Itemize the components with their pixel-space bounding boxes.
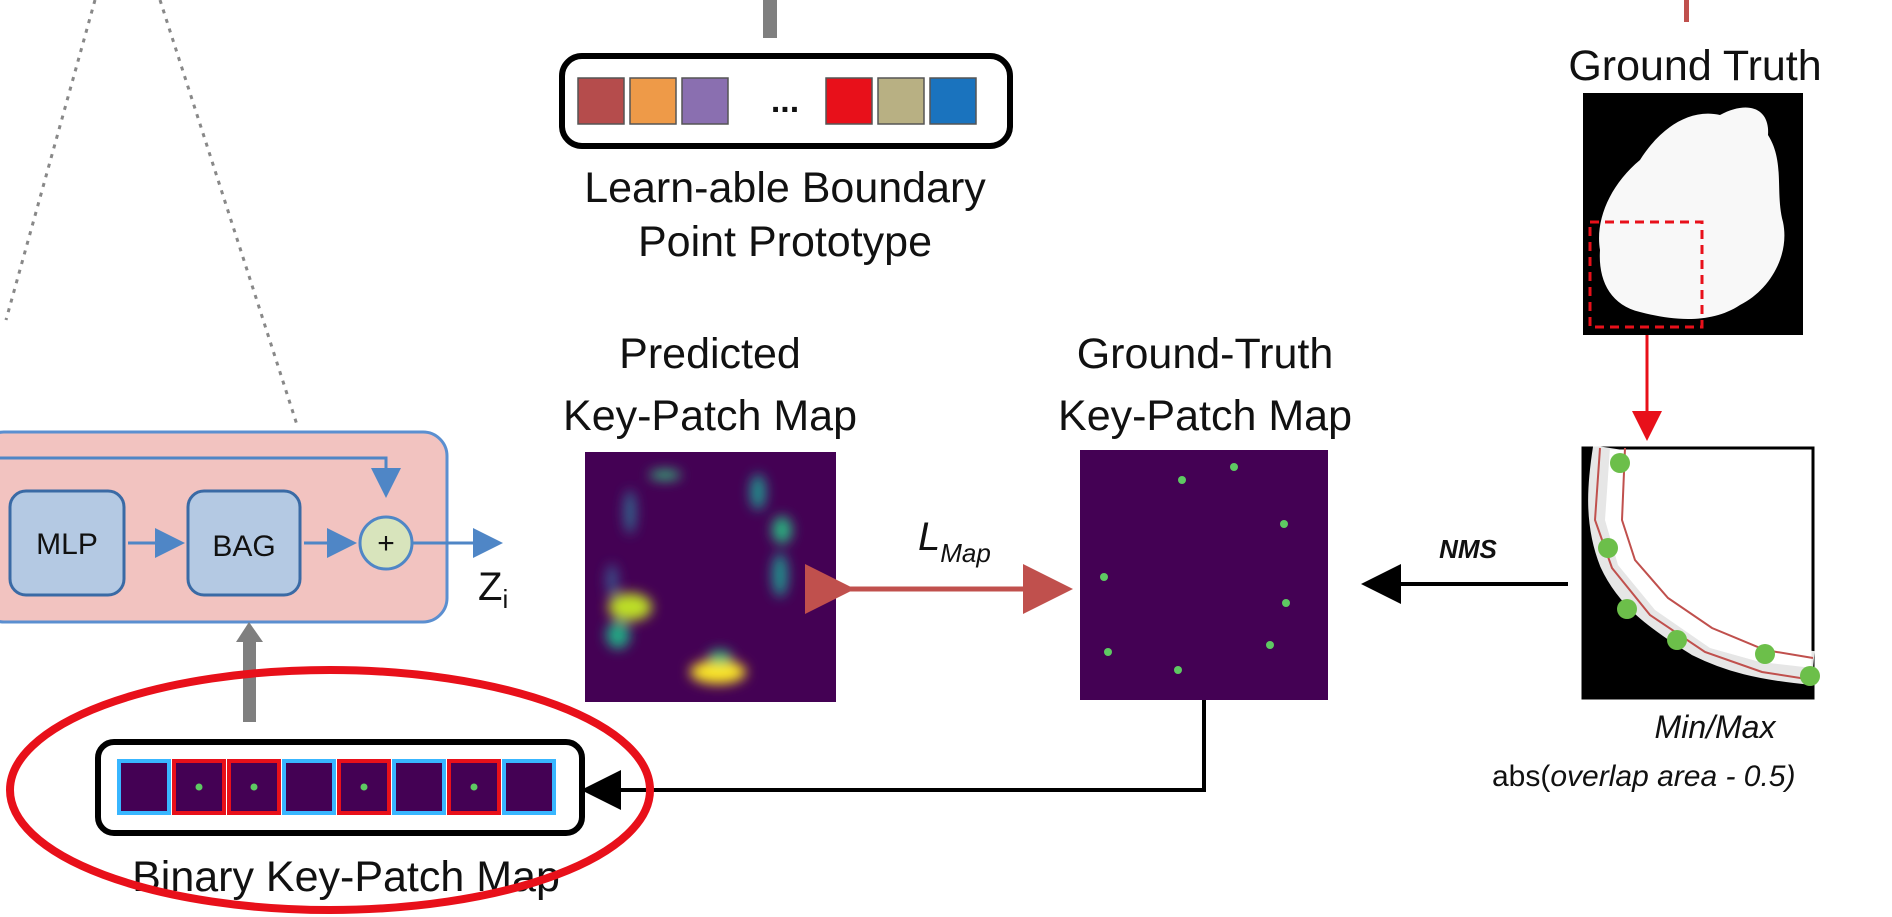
prototype-label-line2: Point Prototype [638, 218, 932, 266]
gt-map-point [1266, 641, 1274, 649]
gt-map [1080, 450, 1328, 700]
prototype-swatch [577, 77, 625, 125]
minmax-line1: Min/Max [1655, 709, 1777, 745]
ground-truth-title: Ground Truth [1568, 42, 1821, 90]
ground-truth-crop-box [1588, 220, 1704, 329]
dotted-guide-lines [4, 0, 300, 429]
prototype-label-line1: Learn-able Boundary [584, 164, 986, 212]
binary-cell-empty [502, 759, 556, 815]
mlp-label: MLP [36, 528, 98, 561]
gt-map-point [1230, 463, 1238, 471]
output-symbol: Z [478, 565, 502, 609]
gt-map-point [1178, 476, 1186, 484]
loss-subscript: Map [940, 538, 991, 568]
mlp-module [8, 489, 126, 597]
output-label: Zi [478, 565, 508, 614]
bag-label: BAG [212, 530, 275, 563]
top-connector [763, 0, 777, 38]
binary-cell-point [250, 783, 258, 791]
gt-map-point [1280, 520, 1288, 528]
highlight-ellipse [6, 666, 654, 914]
gt-map-point [1100, 573, 1108, 581]
prototype-swatch [825, 77, 873, 125]
gt-map-title-line1: Ground-Truth [1077, 330, 1334, 378]
skip-connection-arrow [0, 456, 401, 498]
binary-cell-point [360, 783, 368, 791]
ground-truth-image [1583, 93, 1803, 335]
ground-truth-connector [1684, 0, 1689, 22]
binary-cell-empty [392, 759, 446, 815]
predicted-map [585, 452, 836, 702]
minmax-italic: overlap area - 0.5) [1550, 760, 1795, 793]
binary-map-box [95, 739, 585, 836]
binary-map-arrow [581, 700, 1206, 810]
binary-cell-point [470, 783, 478, 791]
gt-map-title-line2: Key-Patch Map [1058, 392, 1352, 440]
loss-label: LMap [918, 515, 991, 568]
minmax-prefix: abs( [1492, 760, 1550, 793]
binary-map-connector-head [236, 622, 263, 642]
add-symbol: + [377, 527, 395, 560]
output-subscript: i [502, 584, 508, 614]
bag-module [186, 489, 302, 597]
prototype-swatch [877, 77, 925, 125]
loss-symbol: L [918, 515, 940, 559]
gt-map-point [1282, 599, 1290, 607]
gt-map-point [1104, 648, 1112, 656]
prototype-swatch [929, 77, 977, 125]
binary-cell-empty [117, 759, 171, 815]
binary-cell-empty [282, 759, 336, 815]
prototype-swatch [681, 77, 729, 125]
predicted-map-title-line1: Predicted [619, 330, 801, 378]
nms-label: NMS [1439, 534, 1497, 564]
binary-map-connector [243, 640, 256, 722]
prototype-box: ... [559, 53, 1013, 149]
minmax-line2: abs(overlap area - 0.5) [1492, 760, 1796, 793]
predicted-map-title-line2: Key-Patch Map [563, 392, 857, 440]
boundary-crop-image [1581, 445, 1820, 700]
prototype-ellipsis: ... [771, 82, 799, 120]
fusion-block: MLP BAG + [0, 430, 503, 624]
gt-map-point [1174, 666, 1182, 674]
binary-cell-point [195, 783, 203, 791]
prototype-swatch [629, 77, 677, 125]
